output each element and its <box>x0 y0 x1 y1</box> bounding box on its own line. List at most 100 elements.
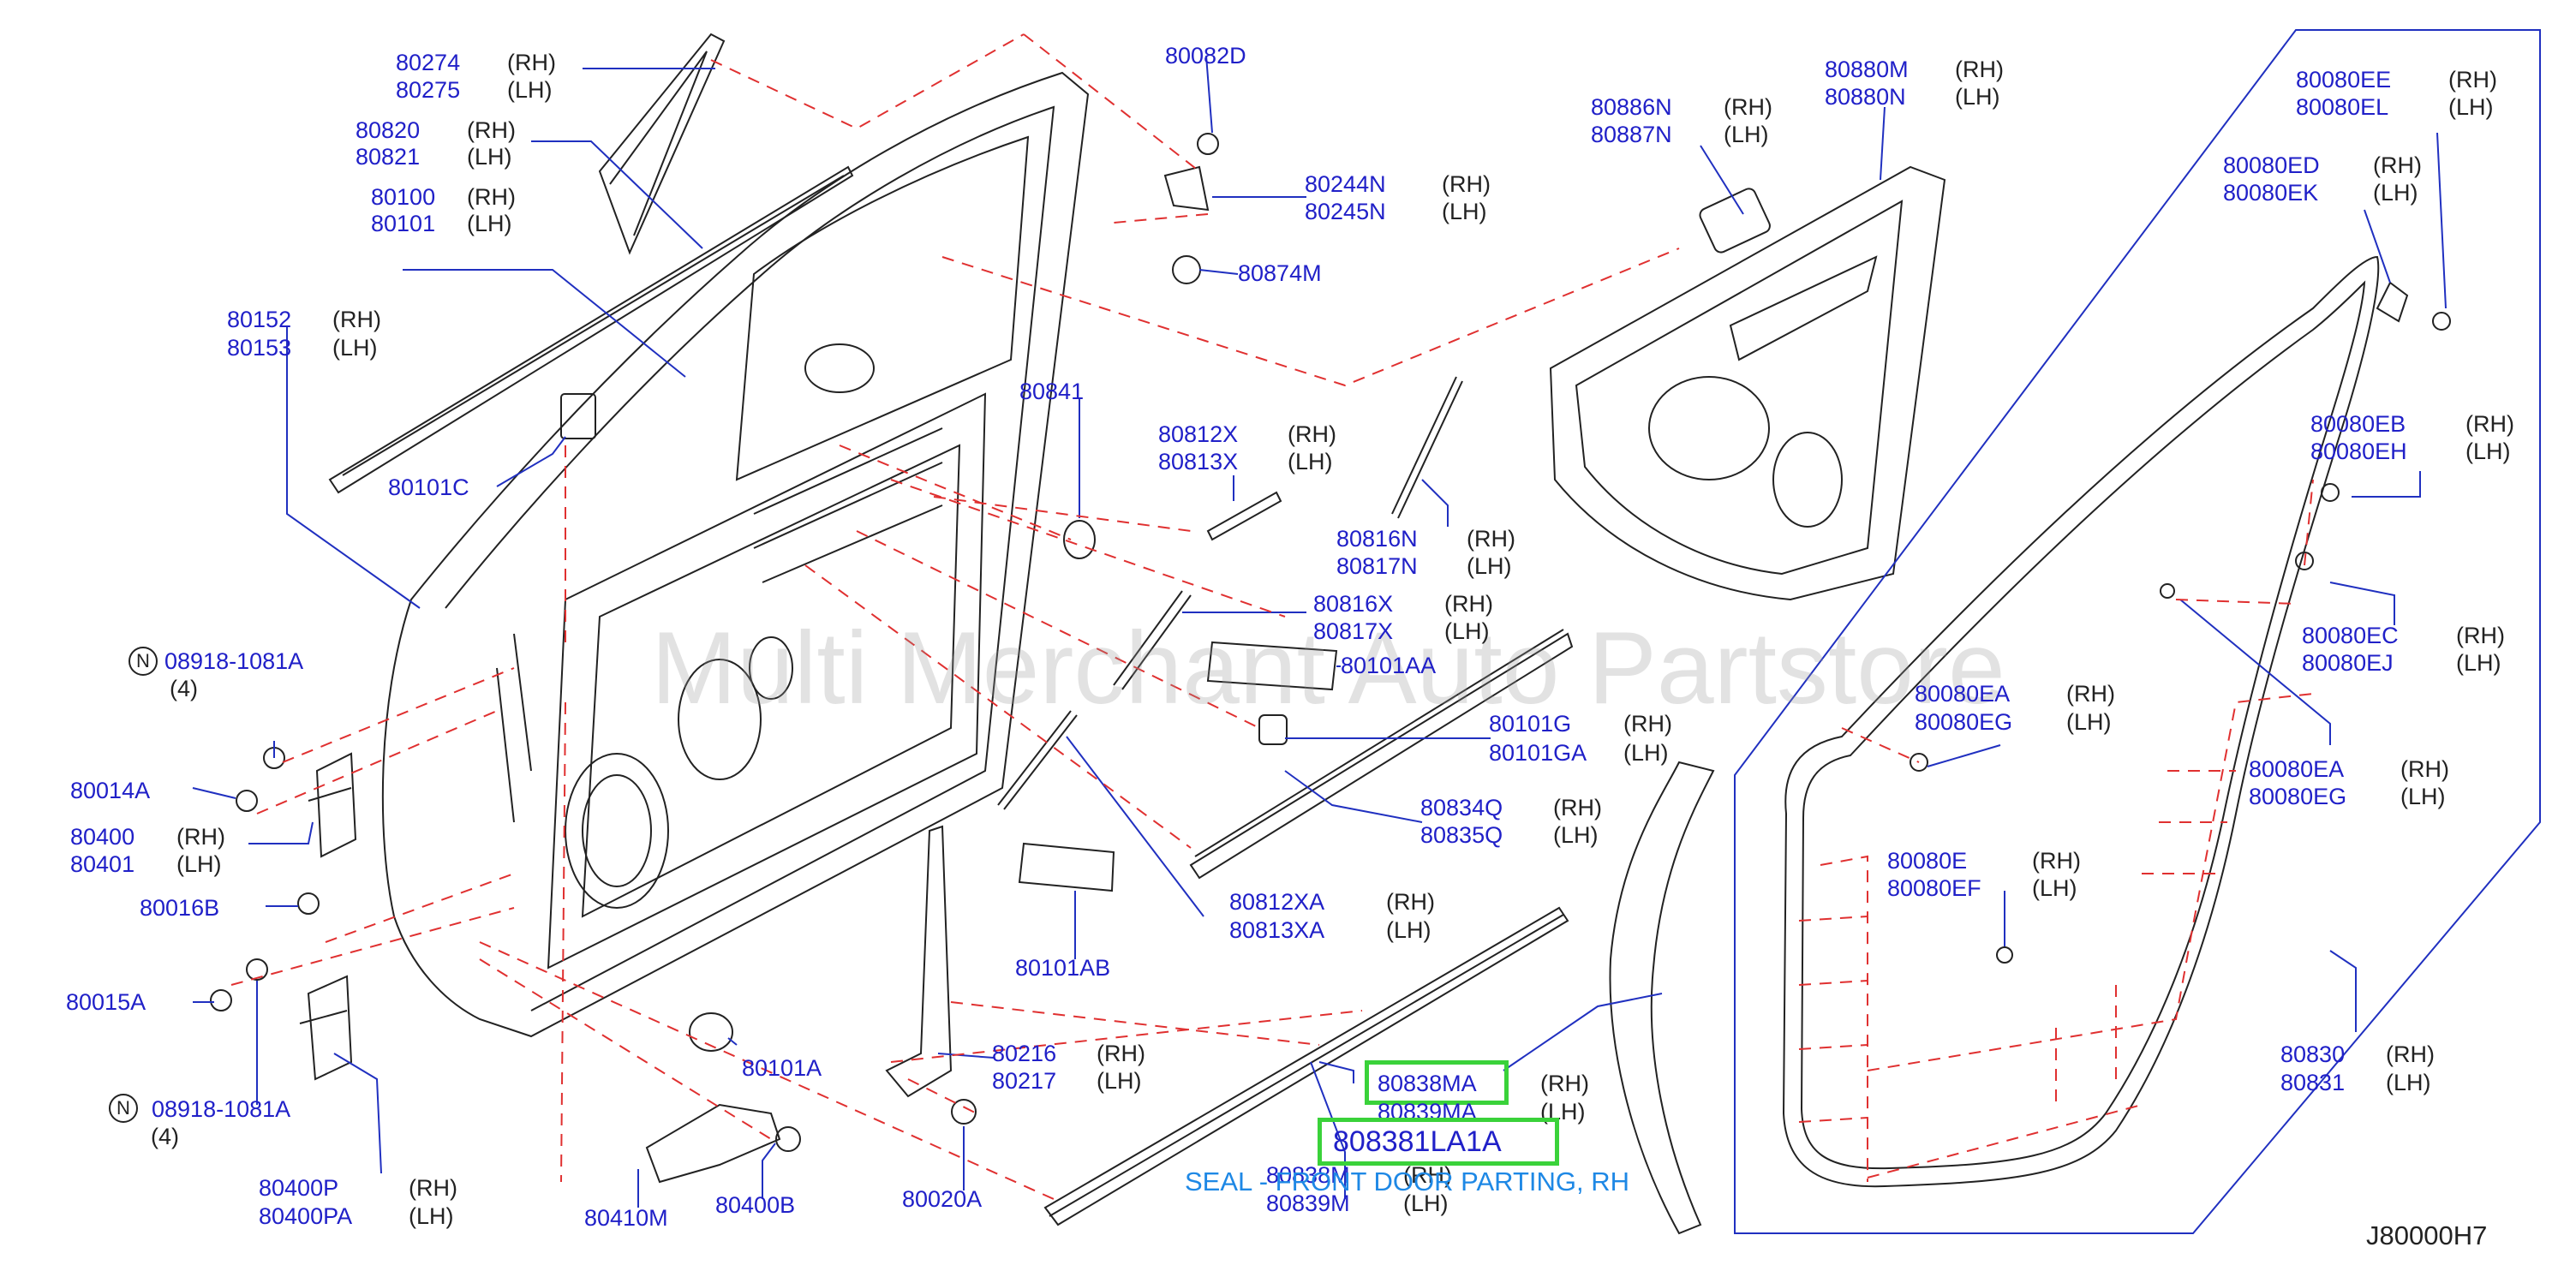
part-80816N[interactable]: 80816N <box>1336 526 1418 552</box>
side-lh: (LH) <box>332 335 378 361</box>
part-80101[interactable]: 80101 <box>371 211 436 236</box>
part-80812X[interactable]: 80812X <box>1158 421 1239 447</box>
part-80080EE[interactable]: 80080EE <box>2296 67 2392 92</box>
part-80016B[interactable]: 80016B <box>140 895 220 921</box>
part-80880N[interactable]: 80880N <box>1825 84 1906 110</box>
side-lh: (LH) <box>467 144 512 170</box>
part-80014A[interactable]: 80014A <box>70 778 151 803</box>
part-80813XA[interactable]: 80813XA <box>1229 917 1325 943</box>
side-lh: (LH) <box>1623 740 1669 766</box>
part-80831[interactable]: 80831 <box>2280 1070 2346 1095</box>
part-80020A[interactable]: 80020A <box>902 1186 983 1212</box>
side-lh: (LH) <box>1288 449 1333 474</box>
side-lh: (LH) <box>1955 84 2000 110</box>
part-80886N[interactable]: 80886N <box>1591 94 1672 120</box>
part-80082D[interactable]: 80082D <box>1165 43 1246 69</box>
part-80080EG[interactable]: 80080EG <box>2249 784 2347 809</box>
part-80101C[interactable]: 80101C <box>388 474 469 500</box>
part-80820[interactable]: 80820 <box>356 117 421 143</box>
part-80153[interactable]: 80153 <box>227 335 292 361</box>
part-80217[interactable]: 80217 <box>992 1068 1057 1094</box>
part-80080EL[interactable]: 80080EL <box>2296 94 2389 120</box>
part-80816X[interactable]: 80816X <box>1313 591 1394 617</box>
side-lh: (LH) <box>2400 784 2446 809</box>
highlighted-part-number[interactable]: 808381LA1A <box>1333 1125 1502 1158</box>
part-80400P[interactable]: 80400P <box>259 1175 339 1201</box>
part-80839M[interactable]: 80839M <box>1266 1190 1350 1216</box>
part-80080ED[interactable]: 80080ED <box>2223 152 2320 178</box>
side-rh: (RH) <box>467 184 516 210</box>
part-80080EG[interactable]: 80080EG <box>1915 709 2013 735</box>
side-rh: (RH) <box>2456 623 2505 648</box>
part-80080E[interactable]: 80080E <box>1887 848 1968 874</box>
part-80887N[interactable]: 80887N <box>1591 122 1672 147</box>
part-80835Q[interactable]: 80835Q <box>1420 822 1503 848</box>
side-lh: (LH) <box>1097 1068 1142 1094</box>
quantity: (4) <box>170 676 198 701</box>
clip-80101C <box>560 393 596 439</box>
part-80838MA[interactable]: 80838MA <box>1378 1071 1477 1096</box>
side-lh: (LH) <box>1467 553 1512 579</box>
part-80245N[interactable]: 80245N <box>1305 199 1386 224</box>
part-80080EA[interactable]: 80080EA <box>2249 756 2345 782</box>
part-80401[interactable]: 80401 <box>70 851 135 877</box>
part-80400[interactable]: 80400 <box>70 824 135 850</box>
part-80400PA[interactable]: 80400PA <box>259 1203 353 1229</box>
part-80080EF[interactable]: 80080EF <box>1887 875 1981 901</box>
side-rh: (RH) <box>2032 848 2081 874</box>
part-80080EK[interactable]: 80080EK <box>2223 180 2319 206</box>
side-lh: (LH) <box>2465 439 2511 464</box>
side-lh: (LH) <box>2456 650 2501 676</box>
part-80101AB[interactable]: 80101AB <box>1015 955 1111 981</box>
part-80080EB[interactable]: 80080EB <box>2310 411 2406 437</box>
part-80080EH[interactable]: 80080EH <box>2310 439 2407 464</box>
side-rh: (RH) <box>1444 591 1493 617</box>
part-80152[interactable]: 80152 <box>227 307 292 332</box>
part-80400B[interactable]: 80400B <box>715 1192 796 1218</box>
part-80410M[interactable]: 80410M <box>584 1205 668 1231</box>
part-80244N[interactable]: 80244N <box>1305 171 1386 197</box>
part-08918-1081A[interactable]: 08918-1081A <box>152 1096 291 1122</box>
part-80275[interactable]: 80275 <box>396 77 461 103</box>
part-80812XA[interactable]: 80812XA <box>1229 889 1325 915</box>
upper-hinge <box>308 752 357 858</box>
side-rh: (RH) <box>1442 171 1491 197</box>
part-80813X[interactable]: 80813X <box>1158 449 1239 474</box>
side-rh: (RH) <box>1540 1071 1589 1096</box>
part-80817N[interactable]: 80817N <box>1336 553 1418 579</box>
part-80821[interactable]: 80821 <box>356 144 421 170</box>
part-80841[interactable]: 80841 <box>1019 379 1085 404</box>
part-80101GA[interactable]: 80101GA <box>1489 740 1587 766</box>
part-80100[interactable]: 80100 <box>371 184 436 210</box>
part-80080EJ[interactable]: 80080EJ <box>2302 650 2394 676</box>
part-80874M[interactable]: 80874M <box>1238 260 1322 286</box>
side-lh: (LH) <box>1553 822 1599 848</box>
part-80838M[interactable]: 80838M <box>1266 1162 1350 1188</box>
side-rh: (RH) <box>1955 57 2004 82</box>
part-80015A[interactable]: 80015A <box>66 989 146 1015</box>
side-rh: (RH) <box>2386 1041 2435 1067</box>
side-rh: (RH) <box>1288 421 1336 447</box>
side-rh: (RH) <box>1403 1162 1452 1188</box>
side-lh: (LH) <box>176 851 222 877</box>
part-80274[interactable]: 80274 <box>396 50 461 75</box>
part-80080EA[interactable]: 80080EA <box>1915 681 2011 707</box>
part-80834Q[interactable]: 80834Q <box>1420 795 1503 820</box>
part-80080EC[interactable]: 80080EC <box>2302 623 2399 648</box>
part-08918-1081A[interactable]: 08918-1081A <box>164 648 304 674</box>
part-80101A[interactable]: 80101A <box>742 1055 822 1081</box>
n-symbol: N <box>129 647 158 676</box>
side-rh: (RH) <box>1553 795 1602 820</box>
part-80817X[interactable]: 80817X <box>1313 618 1394 644</box>
watermark: Multi Merchant Auto Partstore <box>651 611 2005 725</box>
side-rh: (RH) <box>1386 889 1435 915</box>
belt-moulding <box>328 165 854 494</box>
part-80101G[interactable]: 80101G <box>1489 711 1572 737</box>
part-description: SEAL - FRONT DOOR PARTING, RH <box>1185 1167 1630 1196</box>
part-80880M[interactable]: 80880M <box>1825 57 1909 82</box>
part-80830[interactable]: 80830 <box>2280 1041 2346 1067</box>
side-rh: (RH) <box>1724 94 1772 120</box>
part-80101AA[interactable]: 80101AA <box>1341 653 1437 678</box>
part-80216[interactable]: 80216 <box>992 1041 1057 1066</box>
